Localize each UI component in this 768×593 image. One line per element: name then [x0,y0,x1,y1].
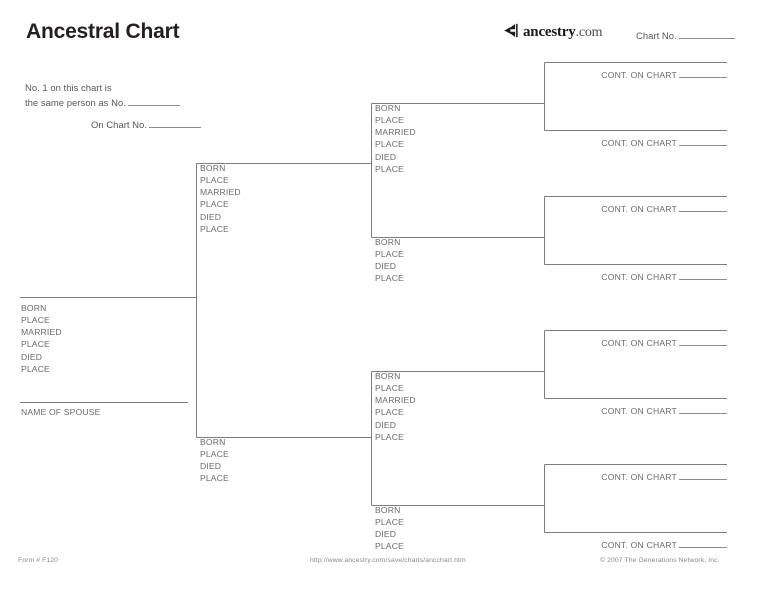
person-2-field-born: BORN [200,163,226,173]
cont-on-chart-13[interactable]: CONT. ON CHART [500,404,727,416]
person-4-fields: BORN PLACE MARRIED PLACE DIED PLACE [375,102,416,175]
person-5-field-place2: PLACE [375,273,404,284]
cont-on-chart-10[interactable]: CONT. ON CHART [500,202,727,214]
person-3-field-born: BORN [200,437,226,447]
person-3-field-died: DIED [200,461,222,472]
cont-on-chart-14-label: CONT. ON CHART [601,472,677,482]
person-5-field-born: BORN [375,237,401,247]
person-6-field-born: BORN [375,371,401,381]
person-6-field-place2: PLACE [375,407,404,418]
ancestry-logo: ancestry .com [503,21,603,41]
cont-on-chart-14[interactable]: CONT. ON CHART [500,470,727,482]
person-3-field-place1: PLACE [200,449,229,460]
person-4-field-died: DIED [375,151,397,162]
chart-no-field[interactable]: Chart No. [636,29,735,42]
person-7-field-born: BORN [375,505,401,515]
cont-on-chart-12-blank[interactable] [679,336,727,346]
person-5-field-place1: PLACE [375,249,404,260]
person-4-field-place2: PLACE [375,139,404,150]
person-7-field-place1: PLACE [375,517,404,528]
footer-copyright: © 2007 The Generations Network, Inc. [600,557,720,564]
person-4-field-place3: PLACE [375,163,404,174]
footer-url[interactable]: http://www.ancestry.com/save/charts/ancc… [310,557,466,564]
cont-on-chart-11-blank[interactable] [679,270,727,280]
self-ref-line1: No. 1 on this chart is [25,83,112,94]
person-7-field-place2: PLACE [375,541,404,552]
person-3-fields: BORN PLACE DIED PLACE [200,436,229,485]
person-7-fields: BORN PLACE DIED PLACE [375,504,404,553]
chart-no-label: Chart No. [636,31,677,42]
person-1-field-married: MARRIED [21,327,62,338]
person-2-field-place2: PLACE [200,199,229,210]
person-5-fields: BORN PLACE DIED PLACE [375,236,404,285]
person-6-field-place1: PLACE [375,383,404,394]
chart-no-blank[interactable] [678,29,735,39]
person-4-field-married: MARRIED [375,127,416,138]
person-1-field-place2: PLACE [21,339,50,350]
person-4-field-place1: PLACE [375,115,404,126]
person-7-field-died: DIED [375,529,397,540]
cont-on-chart-8-label: CONT. ON CHART [601,70,677,80]
cont-on-chart-9-blank[interactable] [679,136,727,146]
person-6-field-died: DIED [375,419,397,430]
cont-on-chart-15-blank[interactable] [679,538,727,548]
cont-on-chart-13-label: CONT. ON CHART [601,406,677,416]
person-1-field-born: BORN [21,303,47,313]
person-1-field-place1: PLACE [21,315,50,326]
person-1-field-died: DIED [21,351,43,362]
person-2-fields: BORN PLACE MARRIED PLACE DIED PLACE [200,162,241,235]
cont-on-chart-12-label: CONT. ON CHART [601,338,677,348]
cont-on-chart-14-blank[interactable] [679,470,727,480]
self-ref-person-blank[interactable] [127,96,180,106]
person-5-field-died: DIED [375,261,397,272]
cont-on-chart-11-label: CONT. ON CHART [601,272,677,282]
cont-on-chart-12[interactable]: CONT. ON CHART [500,336,727,348]
person-2-field-place1: PLACE [200,175,229,186]
cont-on-chart-15-label: CONT. ON CHART [601,540,677,550]
self-ref-line3: On Chart No. [91,120,147,131]
person-1-fields: BORN PLACE MARRIED PLACE DIED PLACE [21,302,62,375]
self-ref-line2: the same person as No. [25,98,126,109]
cont-on-chart-8-blank[interactable] [679,68,727,78]
person-2-field-died: DIED [200,211,222,222]
cont-on-chart-13-blank[interactable] [679,404,727,414]
cont-on-chart-10-blank[interactable] [679,202,727,212]
person-2-field-place3: PLACE [200,223,229,234]
self-ref-chart-blank[interactable] [148,118,201,128]
person-6-field-place3: PLACE [375,431,404,442]
brand-tld: .com [575,25,603,40]
brand-word: ancestry [523,24,576,40]
cont-on-chart-8[interactable]: CONT. ON CHART [500,68,727,80]
self-reference-block: No. 1 on this chart is the same person a… [25,82,201,133]
cont-on-chart-11[interactable]: CONT. ON CHART [500,270,727,282]
person-4-field-born: BORN [375,103,401,113]
footer-form-number: Form # F120 [18,557,59,564]
cont-on-chart-9[interactable]: CONT. ON CHART [500,136,727,148]
person-1-spouse-label: NAME OF SPOUSE [21,407,101,417]
person-6-field-married: MARRIED [375,395,416,406]
cont-on-chart-15[interactable]: CONT. ON CHART [500,538,727,550]
person-3-field-place2: PLACE [200,473,229,484]
person-1-field-place3: PLACE [21,363,50,374]
person-2-field-married: MARRIED [200,187,241,198]
ancestry-leaf-icon [503,23,521,38]
cont-on-chart-9-label: CONT. ON CHART [601,138,677,148]
cont-on-chart-10-label: CONT. ON CHART [601,204,677,214]
page-title: Ancestral Chart [26,20,180,43]
person-6-fields: BORN PLACE MARRIED PLACE DIED PLACE [375,370,416,443]
